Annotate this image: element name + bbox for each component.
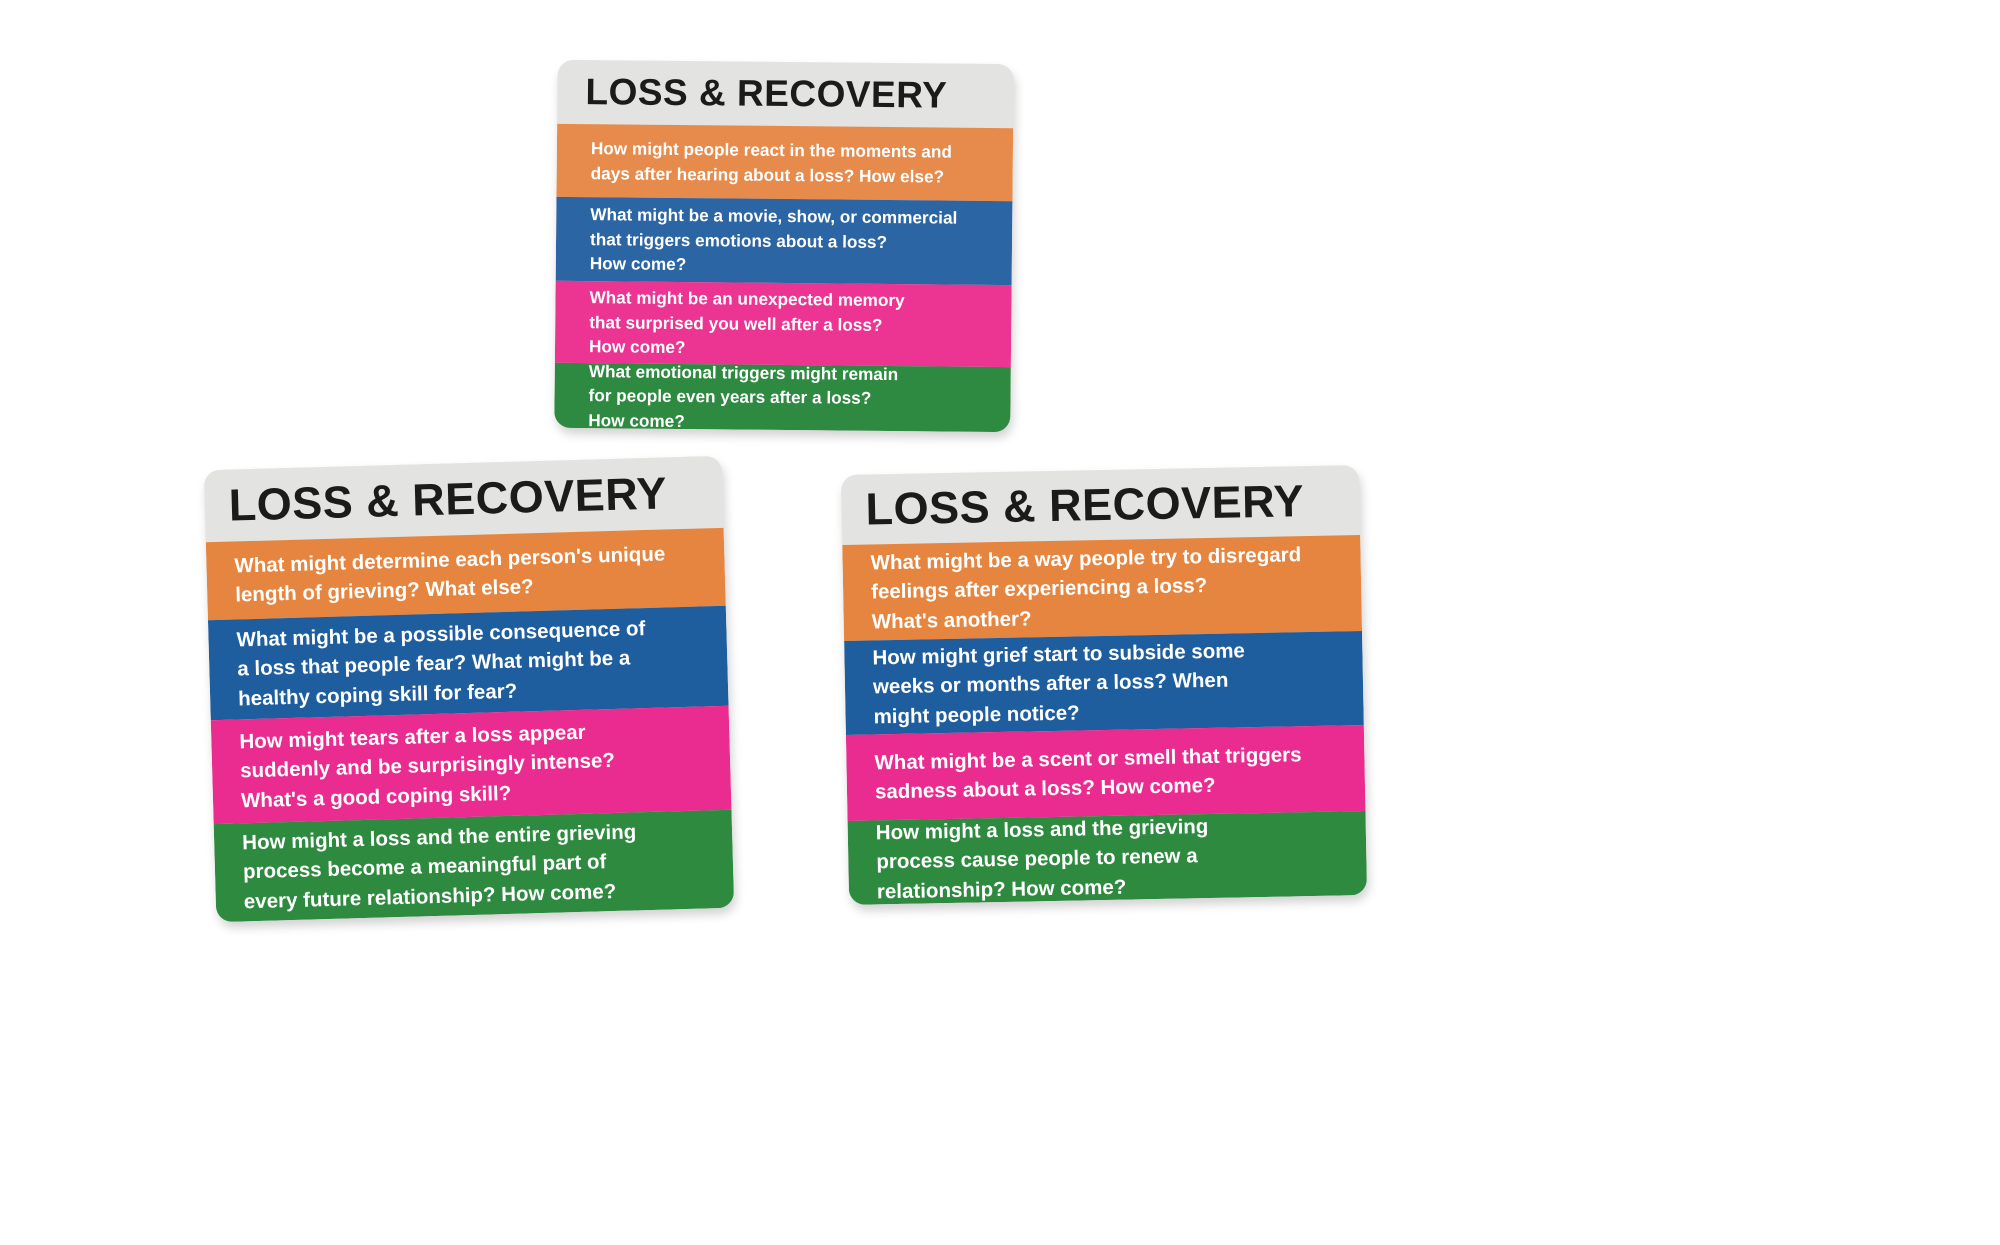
question-band-orange: How might people react in the moments an… (556, 123, 1014, 202)
loss-recovery-card-top[interactable]: LOSS & RECOVERY How might people react i… (554, 59, 1014, 433)
question-band-green: How might a loss and the grieving proces… (847, 811, 1368, 905)
question-text-orange: What might be a way people try to disreg… (870, 543, 1302, 633)
question-band-blue: What might be a movie, show, or commerci… (555, 196, 1013, 286)
question-band-orange: What might determine each person's uniqu… (205, 527, 726, 621)
question-text-green: How might a loss and the entire grieving… (241, 820, 637, 913)
question-text-pink: What might be an unexpected memory that … (588, 287, 905, 358)
card-title-text: LOSS & RECOVERY (865, 475, 1305, 535)
question-band-pink: How might tears after a loss appear sudd… (210, 705, 732, 825)
card-title-bottom-right: LOSS & RECOVERY (840, 465, 1361, 545)
card-title-text: LOSS & RECOVERY (585, 71, 948, 116)
question-text-green: What emotional triggers might remain for… (588, 361, 899, 431)
question-text-pink: How might tears after a loss appear sudd… (239, 721, 616, 812)
question-band-blue: How might grief start to subside some we… (844, 631, 1364, 735)
question-band-blue: What might be a possible consequence of … (207, 605, 729, 721)
question-text-blue: What might be a possible consequence of … (236, 617, 646, 710)
question-text-blue: What might be a movie, show, or commerci… (589, 204, 958, 275)
question-text-pink: What might be a scent or smell that trig… (874, 743, 1302, 804)
question-band-pink: What might be an unexpected memory that … (554, 280, 1012, 368)
question-band-pink: What might be a scent or smell that trig… (845, 725, 1366, 821)
question-text-orange: How might people react in the moments an… (590, 138, 952, 187)
question-text-blue: How might grief start to subside some we… (872, 639, 1246, 728)
card-title-text: LOSS & RECOVERY (228, 467, 668, 531)
question-band-green: What emotional triggers might remain for… (554, 361, 1011, 433)
loss-recovery-card-bottom-right[interactable]: LOSS & RECOVERY What might be a way peop… (840, 465, 1368, 905)
question-text-orange: What might determine each person's uniqu… (234, 542, 666, 607)
question-band-orange: What might be a way people try to disreg… (842, 535, 1363, 641)
question-band-green: How might a loss and the entire grieving… (213, 809, 735, 923)
loss-recovery-card-bottom-left[interactable]: LOSS & RECOVERY What might determine eac… (203, 455, 735, 923)
card-title-top: LOSS & RECOVERY (557, 59, 1014, 129)
question-text-green: How might a loss and the grieving proces… (875, 815, 1209, 903)
